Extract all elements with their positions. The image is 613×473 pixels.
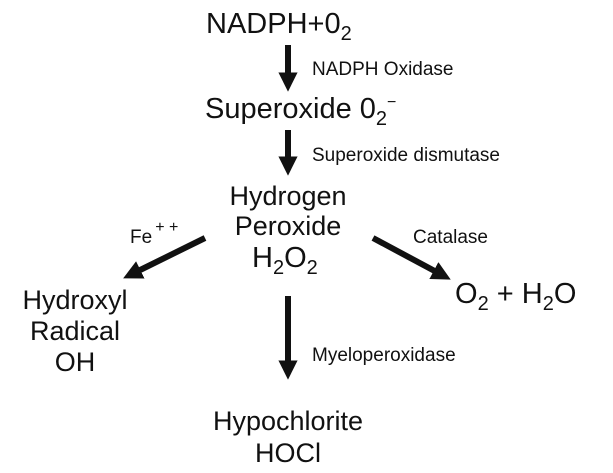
h2o2-o: O bbox=[284, 242, 307, 274]
fe-superscript: + + bbox=[155, 219, 179, 236]
superoxide-text: Superoxide 0 bbox=[205, 93, 376, 125]
catalase-label: Catalase bbox=[413, 227, 488, 248]
nadph-oxidase-label: NADPH Oxidase bbox=[312, 59, 454, 80]
h2o-sub: 2 bbox=[542, 293, 554, 315]
hypochlorite-label: Hypochlorite bbox=[212, 406, 364, 436]
o2-h2o-label: O2 + H2O bbox=[455, 278, 577, 315]
o2-sub: 2 bbox=[477, 293, 489, 315]
plus-h: + H bbox=[488, 278, 543, 310]
fe-label: Fe+ + bbox=[130, 220, 178, 248]
nadph-o2-subscript: 2 bbox=[340, 23, 352, 45]
h2o2-formula: H2O2 bbox=[252, 242, 318, 279]
h2o-o: O bbox=[553, 278, 577, 310]
h2o2-h: H bbox=[252, 242, 273, 274]
hydroxyl-label: Hydroxyl bbox=[22, 285, 128, 315]
h2o2-sub1: 2 bbox=[272, 257, 285, 279]
superoxide-subscript: 2 bbox=[375, 108, 388, 130]
arrow-peroxide-to-hydroxyl bbox=[123, 235, 207, 279]
hocl-label: HOCl bbox=[255, 438, 321, 468]
nadph-o2-text: NADPH+0 bbox=[206, 8, 341, 40]
superoxide-label: Superoxide 02− bbox=[205, 93, 397, 130]
fe-text: Fe bbox=[130, 227, 153, 248]
superoxide-dismutase-label: Superoxide dismutase bbox=[312, 145, 500, 166]
superoxide-superscript: − bbox=[387, 94, 397, 111]
oh-label: OH bbox=[54, 347, 96, 377]
o2-o: O bbox=[455, 278, 478, 310]
myeloperoxidase-label: Myeloperoxidase bbox=[312, 345, 456, 366]
arrow-peroxide-to-water bbox=[371, 235, 451, 280]
nadph-o2-label: NADPH+02 bbox=[206, 8, 352, 45]
radical-label: Radical bbox=[29, 316, 121, 346]
peroxide-label: Peroxide bbox=[234, 211, 342, 241]
hydrogen-label: Hydrogen bbox=[229, 181, 347, 211]
h2o2-sub2: 2 bbox=[306, 257, 318, 279]
